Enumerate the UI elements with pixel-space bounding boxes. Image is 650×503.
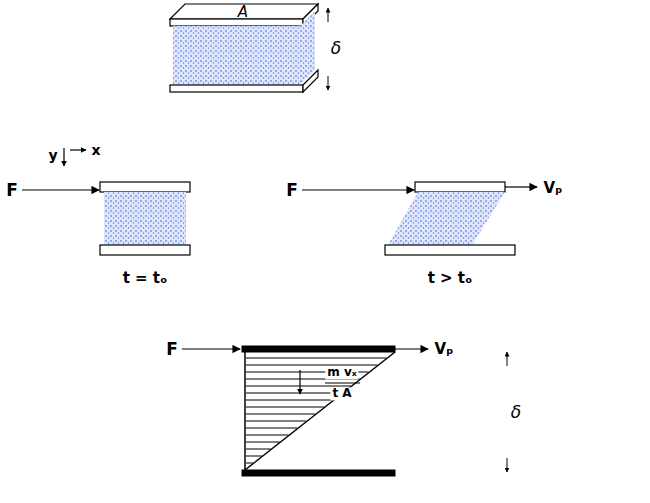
hatch-line xyxy=(246,428,297,429)
hatch-line xyxy=(246,358,386,359)
hatch-line xyxy=(246,449,271,450)
hatch-line xyxy=(246,421,306,422)
thickness-arrows xyxy=(507,352,508,472)
thickness-label: δ xyxy=(331,39,341,58)
time-label: t = tₒ xyxy=(123,270,168,287)
hatch-line xyxy=(246,414,315,415)
axis-label: x xyxy=(91,143,100,158)
plates-moving xyxy=(302,182,537,255)
hatch-line xyxy=(246,365,377,366)
hatch-line xyxy=(246,386,351,387)
hatch-line xyxy=(246,393,342,394)
velocity-profile xyxy=(182,346,428,476)
flux-numerator: m vₓ xyxy=(325,366,358,379)
fluid-slab xyxy=(170,4,318,92)
hatch-line xyxy=(246,463,253,464)
hatch-line xyxy=(246,400,333,401)
velocity-label: Vₚ xyxy=(544,180,563,197)
velocity-label: Vₚ xyxy=(435,341,454,358)
area-label: A xyxy=(238,4,248,21)
time-label: t > tₒ xyxy=(428,270,473,287)
thickness-label: δ xyxy=(511,403,521,422)
hatch-line xyxy=(246,442,280,443)
axis-label: y xyxy=(48,148,57,163)
hatch-line xyxy=(246,435,288,436)
hatch-line xyxy=(246,456,262,457)
plates-initial xyxy=(22,182,190,255)
force-label: F xyxy=(6,181,18,200)
axis-arrows xyxy=(64,148,86,166)
thickness-arrows xyxy=(328,8,329,90)
flux-denominator: t A xyxy=(330,387,353,400)
force-label: F xyxy=(286,181,298,200)
force-label: F xyxy=(166,340,178,359)
hatch-line xyxy=(246,407,324,408)
